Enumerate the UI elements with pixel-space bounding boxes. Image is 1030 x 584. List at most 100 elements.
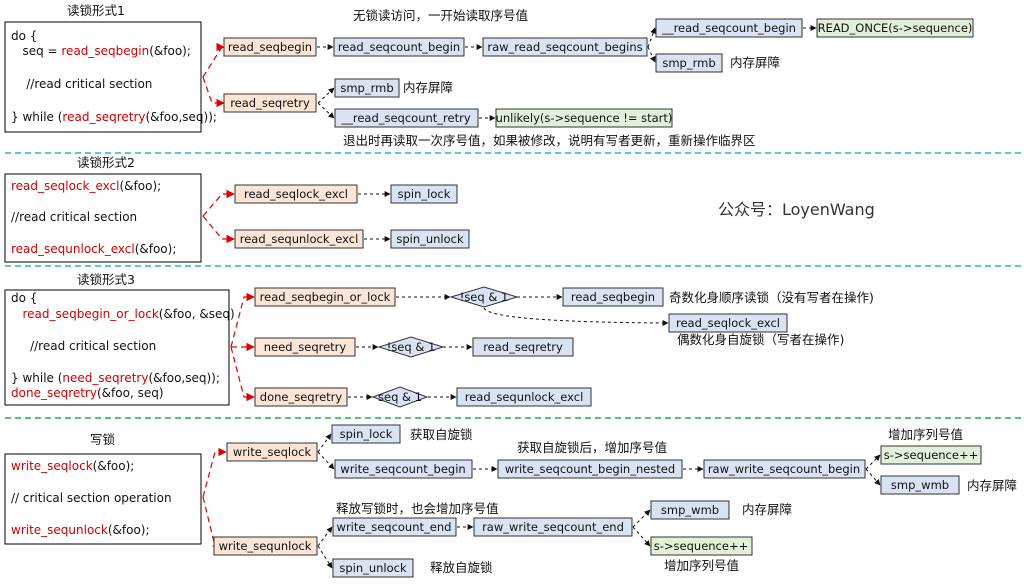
svg-text:s->sequence++: s->sequence++ (654, 539, 748, 553)
section-title: 读锁形式3 (77, 272, 135, 287)
node-spin-lock: spin_lock (390, 184, 458, 204)
code-line: done_seqretry(&foo, seq) (11, 386, 164, 400)
node-write-seqcount-begin: write_seqcount_begin (334, 459, 473, 479)
svg-text:read_seqlock_excl: read_seqlock_excl (244, 187, 348, 201)
svg-text:spin_unlock: spin_unlock (339, 561, 407, 575)
node-spin-lock-w: spin_lock (331, 424, 401, 444)
note-text: 内存屏障 (403, 80, 453, 95)
node-read-seqcount-begin: read_seqcount_begin (333, 37, 465, 57)
svg-text:spin_lock: spin_lock (340, 427, 393, 441)
node-done-seqretry: done_seqretry (254, 387, 348, 407)
svg-text:seq & 1: seq & 1 (378, 390, 422, 404)
node-read-seqretry-3: read_seqretry (472, 337, 574, 357)
node-read-seqbegin: read_seqbegin (223, 37, 317, 57)
svg-text:read_seqcount_begin: read_seqcount_begin (338, 40, 460, 54)
code-line: //read critical section (11, 339, 156, 353)
svg-text:read_sequnlock_excl: read_sequnlock_excl (465, 390, 584, 404)
svg-text:done_seqretry: done_seqretry (260, 390, 343, 404)
section-title: 写锁 (90, 432, 116, 447)
connector-arrows (202, 25, 881, 569)
svg-text:unlikely(s->sequence != start): unlikely(s->sequence != start) (496, 111, 673, 125)
svg-text:read_seqbegin: read_seqbegin (571, 290, 655, 304)
note-text: 增加序列号值 (888, 427, 963, 442)
node-read-once: READ_ONCE(s->sequence) (816, 18, 974, 38)
note-text: 释放写锁时，也会增加序号值 (336, 501, 499, 516)
svg-text:read_seqretry: read_seqretry (483, 340, 563, 354)
node-seq-inc-b: s->sequence++ (650, 536, 753, 556)
node-read-sequnlock-excl: read_sequnlock_excl (234, 229, 364, 249)
node-raw-read-seqcount-begins: raw_read_seqcount_begins (482, 37, 648, 57)
node-spin-unlock: spin_unlock (390, 229, 470, 249)
code-line: read_seqlock_excl(&foo); (11, 179, 161, 193)
svg-text:smp_wmb: smp_wmb (891, 478, 949, 492)
decision-diamond: !seq & 1 (449, 286, 519, 308)
svg-text:write_seqcount_begin_nested: write_seqcount_begin_nested (505, 462, 675, 476)
note-text: 奇数化身顺序读锁（没有写者在操作) (669, 290, 874, 305)
svg-text:write_seqlock: write_seqlock (233, 445, 312, 459)
svg-text:smp_rmb: smp_rmb (340, 81, 393, 95)
node-raw-write-seqcount-begin: raw_write_seqcount_begin (703, 459, 866, 479)
svg-text:write_sequnlock: write_sequnlock (219, 539, 312, 553)
node-smp-wmb-a: smp_wmb (880, 475, 960, 495)
watermark-text: 公众号：LoyenWang (718, 200, 875, 219)
node-spin-unlock-w: spin_unlock (332, 558, 414, 578)
function-boxes: read_seqbegin read_seqretry read_seqcoun… (213, 18, 982, 578)
svg-text:need_seqretry: need_seqretry (264, 340, 347, 354)
svg-text:!seq & 1: !seq & 1 (387, 340, 436, 354)
node-write-seqcount-end: write_seqcount_end (332, 517, 457, 537)
svg-text:READ_ONCE(s->sequence): READ_ONCE(s->sequence) (818, 21, 973, 35)
node-write-seqcount-begin-nested: write_seqcount_begin_nested (497, 459, 683, 479)
note-text: 退出时再读取一次序号值，如果被修改，说明有写者更新，重新操作临界区 (343, 133, 756, 148)
note-text: 增加序列号值 (664, 558, 739, 573)
section-title: 读锁形式2 (77, 155, 135, 170)
code-line: } while (read_seqretry(&foo,seq)); (11, 110, 217, 124)
code-line: do { (11, 29, 37, 43)
node-u-read-seqcount-retry: __read_seqcount_retry (334, 108, 479, 128)
code-line: } while (need_seqretry(&foo,seq)); (11, 371, 220, 385)
svg-text:smp_rmb: smp_rmb (662, 56, 715, 70)
code-line: //read critical section (11, 77, 152, 91)
svg-text:read_seqbegin_or_lock: read_seqbegin_or_lock (260, 290, 391, 304)
svg-text:write_seqcount_begin: write_seqcount_begin (340, 462, 465, 476)
svg-text:smp_wmb: smp_wmb (661, 503, 719, 517)
node-read-sequnlock-excl-3: read_sequnlock_excl (456, 387, 592, 407)
svg-text:!seq & 1: !seq & 1 (460, 290, 509, 304)
svg-text:read_seqbegin: read_seqbegin (228, 40, 312, 54)
code-line: do { (11, 291, 37, 305)
node-smp-rmb-a: smp_rmb (655, 53, 723, 73)
note-text: 内存屏障 (967, 478, 1017, 493)
svg-text:spin_lock: spin_lock (398, 187, 451, 201)
svg-text:__read_seqcount_retry: __read_seqcount_retry (340, 111, 470, 125)
note-text: 获取自旋锁后，增加序号值 (517, 440, 667, 455)
code-panel-read-form-2: 读锁形式2 read_seqlock_excl(&foo); //read cr… (4, 155, 202, 263)
node-read-seqretry: read_seqretry (223, 93, 317, 113)
node-raw-write-seqcount-end: raw_write_seqcount_end (473, 517, 633, 537)
node-seq-inc-a: s->sequence++ (880, 445, 982, 465)
node-smp-rmb-b: smp_rmb (334, 78, 400, 98)
decision-diamond: !seq & 1 (377, 336, 445, 358)
code-line: write_seqlock(&foo); (11, 459, 134, 473)
note-text: 偶数化身自旋锁（写者在操作) (677, 332, 844, 347)
node-smp-wmb-b: smp_wmb (650, 500, 730, 520)
code-panel-write-lock: 写锁 write_seqlock(&foo); // critical sect… (4, 432, 202, 545)
svg-text:read_sequnlock_excl: read_sequnlock_excl (240, 232, 359, 246)
svg-text:spin_unlock: spin_unlock (396, 232, 464, 246)
note-text: 内存屏障 (730, 55, 780, 70)
code-line: //read critical section (11, 210, 137, 224)
svg-text:raw_read_seqcount_begins: raw_read_seqcount_begins (487, 40, 642, 54)
code-line: seq = read_seqbegin(&foo); (11, 44, 191, 58)
svg-text:write_seqcount_end: write_seqcount_end (337, 520, 452, 534)
node-read-seqbegin-3: read_seqbegin (562, 287, 664, 307)
node-read-seqlock-excl-3: read_seqlock_excl (668, 313, 788, 333)
code-line: // critical section operation (11, 491, 172, 505)
svg-text:raw_write_seqcount_begin: raw_write_seqcount_begin (708, 462, 860, 476)
code-line: read_seqbegin_or_lock(&foo, &seq) (11, 307, 235, 321)
node-read-seqbegin-or-lock: read_seqbegin_or_lock (254, 287, 396, 307)
svg-text:s->sequence++: s->sequence++ (884, 448, 978, 462)
decision-diamond: seq & 1 (371, 386, 429, 408)
svg-text:read_seqretry: read_seqretry (230, 96, 310, 110)
note-text: 释放自旋锁 (430, 560, 493, 575)
node-write-seqlock: write_seqlock (226, 442, 318, 462)
note-text: 无锁读访问，一开始读取序号值 (353, 8, 528, 23)
